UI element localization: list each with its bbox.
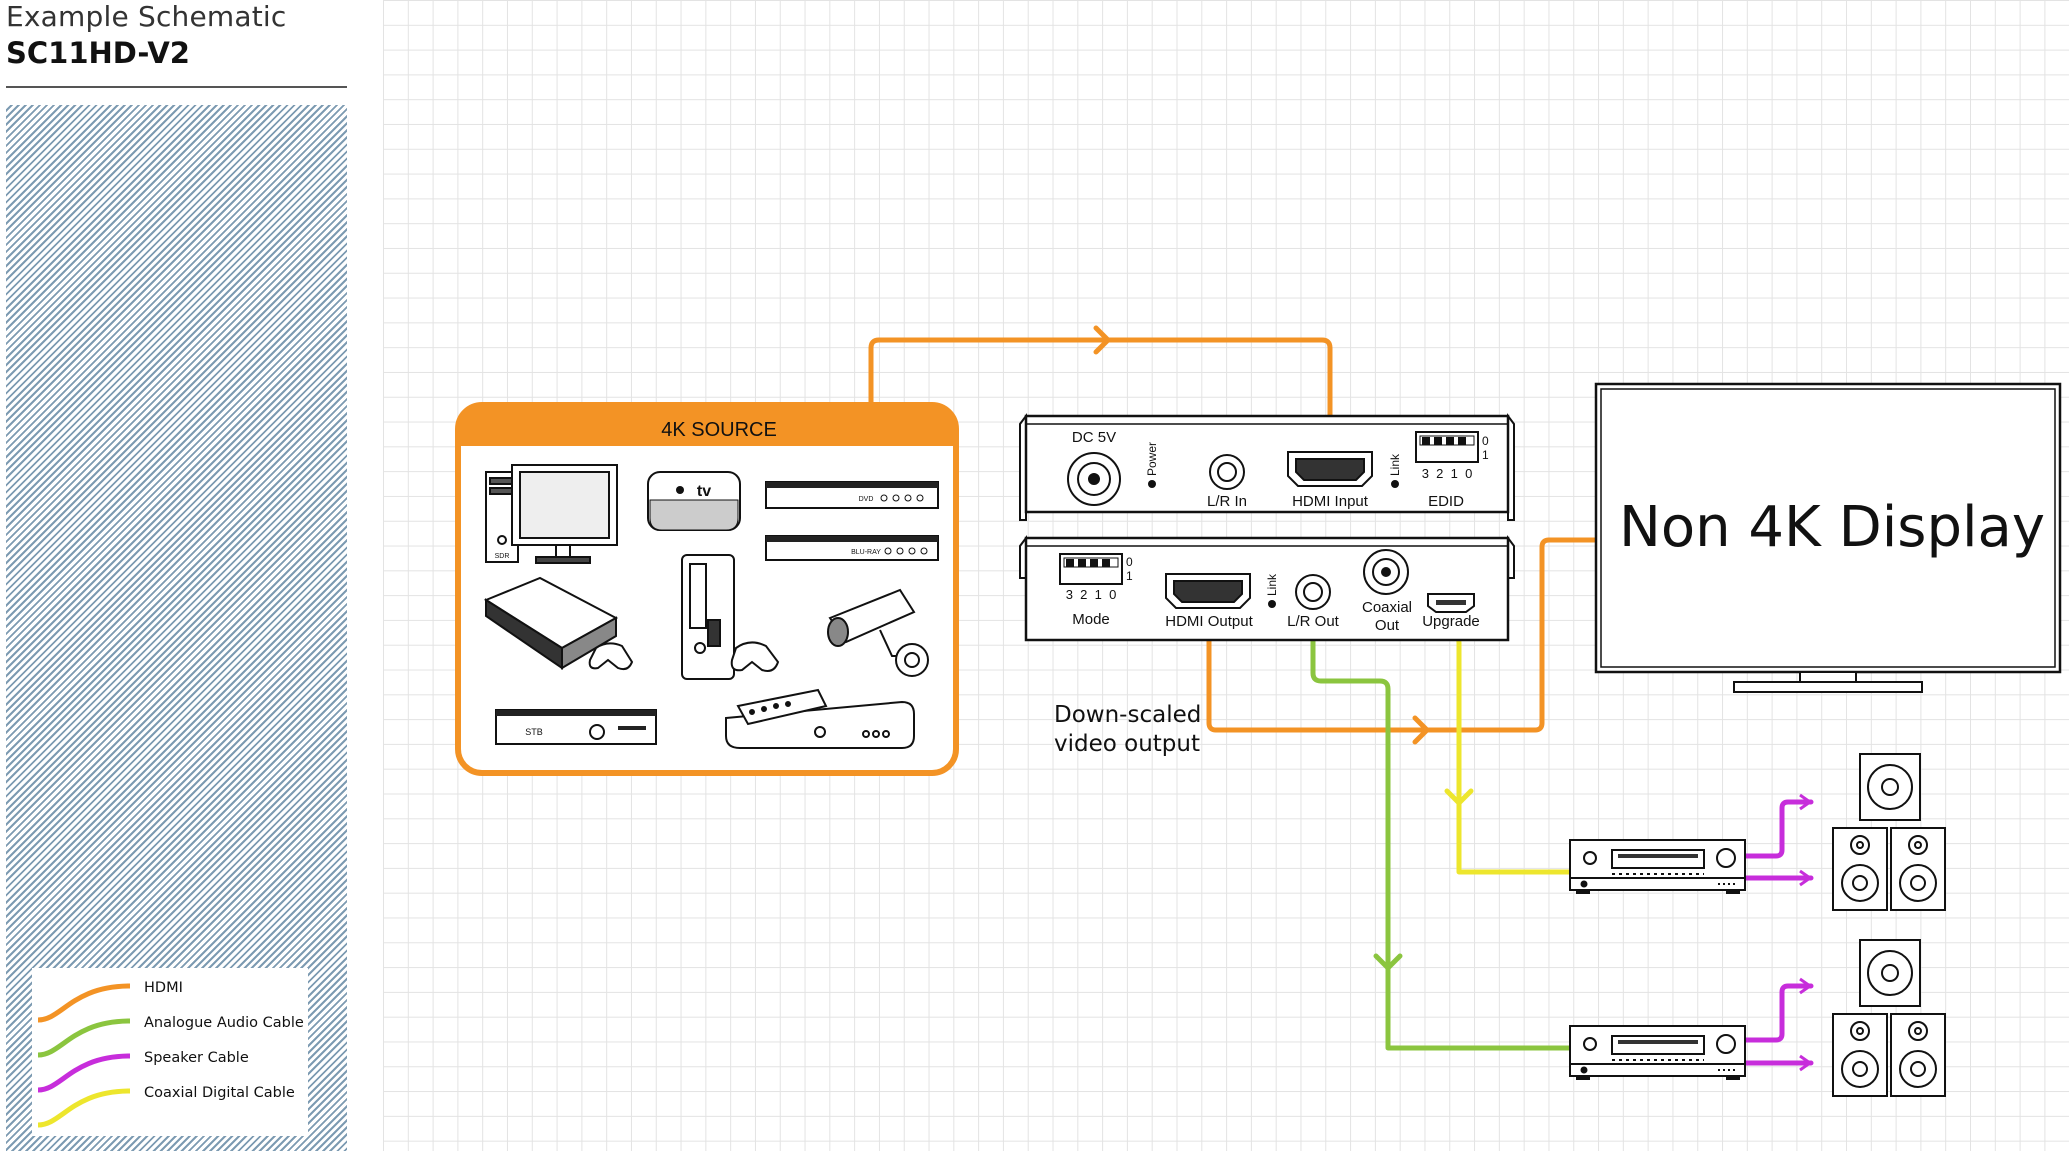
title-divider — [6, 86, 347, 88]
converter-output-panel: 0 1 3 2 1 0 Mode HDMI Output Link L/R Ou… — [1019, 535, 1515, 642]
mode-dip-one: 1 — [1126, 569, 1133, 583]
power-led — [1148, 480, 1156, 488]
dvd-label: DVD — [859, 496, 874, 503]
page-subtitle: Example Schematic — [6, 0, 287, 33]
speaker-icon — [1859, 939, 1921, 1007]
annotation-line2: video output — [1054, 731, 1200, 757]
arrow-analogue — [1373, 953, 1403, 971]
speaker-icon — [1859, 753, 1921, 821]
legend-swatches — [37, 983, 131, 1128]
lr-out-jack — [1295, 574, 1331, 610]
arrow-hdmi-output — [1412, 715, 1430, 745]
speaker-icon — [1832, 827, 1888, 911]
pc-label: SDR — [495, 553, 510, 560]
arrow-speaker-2a — [1799, 977, 1813, 995]
cable-speaker-1a — [1742, 799, 1814, 859]
page-title: SC11HD-V2 — [6, 36, 190, 70]
display-label: Non 4K Display — [1619, 495, 2045, 560]
link-label-top: Link — [1388, 453, 1402, 476]
legend-swatch-hdmi — [37, 983, 131, 1023]
lr-in-jack — [1209, 454, 1245, 490]
speaker-icon — [1890, 1013, 1946, 1097]
cable-hdmi-output — [1206, 537, 1601, 733]
bluray-label: BLU-RAY — [851, 549, 881, 556]
coaxial-label-line1: Coaxial — [1362, 599, 1412, 616]
speaker-icon — [1832, 1013, 1888, 1097]
legend-label-coaxial: Coaxial Digital Cable — [144, 1085, 295, 1101]
hdmi-input-label: HDMI Input — [1292, 493, 1369, 510]
speaker-group-2 — [1832, 939, 1946, 1097]
set-top-box-icon: STB — [495, 709, 657, 745]
dc-label: DC 5V — [1072, 429, 1116, 446]
speaker-icon — [1890, 827, 1946, 911]
pc-icon: SDR — [485, 464, 618, 564]
annotation-line1: Down-scaled — [1054, 702, 1201, 728]
dvd-player-icon: DVD — [765, 481, 939, 509]
upgrade-usb-port — [1427, 593, 1475, 613]
game-tower-icon — [681, 554, 780, 680]
edid-dip-one: 1 — [1482, 448, 1489, 462]
source-box: 4K SOURCE SDR tv DVD — [455, 402, 959, 776]
mode-dip-numbers: 3 2 1 0 — [1066, 587, 1117, 602]
legend-label-speaker: Speaker Cable — [144, 1050, 249, 1066]
sidebar: Example Schematic SC11HD-V2 HDMI Analogu… — [0, 0, 360, 1151]
stb-label: STB — [525, 727, 543, 737]
non-4k-display: Non 4K Display — [1594, 382, 2062, 693]
edid-dip-switch — [1415, 431, 1479, 463]
cable-hdmi-input — [868, 337, 1333, 467]
media-box-icon — [725, 688, 915, 749]
link-led-top — [1391, 480, 1399, 488]
edid-label: EDID — [1428, 493, 1464, 510]
speaker-group-1 — [1832, 753, 1946, 911]
hdmi-output-port — [1165, 573, 1251, 609]
arrow-hdmi-input — [1093, 325, 1111, 355]
cable-legend: HDMI Analogue Audio Cable Speaker Cable … — [32, 968, 308, 1136]
arrow-speaker-1b — [1799, 869, 1813, 887]
mode-label: Mode — [1072, 611, 1110, 628]
coaxial-out-jack — [1363, 549, 1409, 595]
hdmi-output-label: HDMI Output — [1165, 613, 1253, 630]
dc-power-jack — [1067, 452, 1121, 506]
lr-in-label: L/R In — [1207, 493, 1247, 510]
edid-dip-numbers: 3 2 1 0 — [1422, 466, 1473, 481]
link-led-bottom — [1268, 600, 1276, 608]
bluray-player-icon: BLU-RAY — [765, 535, 939, 561]
edid-dip-zero: 0 — [1482, 434, 1489, 448]
arrow-speaker-1a — [1799, 793, 1813, 811]
link-label-bottom: Link — [1265, 573, 1279, 596]
legend-label-analogue: Analogue Audio Cable — [144, 1015, 304, 1031]
lr-out-label: L/R Out — [1287, 613, 1340, 630]
power-label: Power — [1145, 442, 1159, 476]
legend-label-hdmi: HDMI — [144, 980, 183, 996]
game-console-icon — [483, 576, 634, 671]
source-box-title: 4K SOURCE — [661, 419, 777, 441]
mode-dip-switch — [1059, 553, 1123, 585]
arrow-speaker-2b — [1799, 1054, 1813, 1072]
av-receiver-1 — [1569, 839, 1746, 894]
coaxial-label-line2: Out — [1375, 617, 1400, 634]
arrow-coaxial — [1444, 788, 1474, 806]
mode-dip-zero: 0 — [1126, 555, 1133, 569]
legend-swatch-speaker — [37, 1053, 131, 1093]
cctv-camera-icon — [827, 588, 929, 677]
cable-speaker-2a — [1742, 983, 1814, 1043]
apple-tv-label: tv — [697, 483, 711, 500]
av-receiver-2 — [1569, 1025, 1746, 1080]
apple-tv-icon: tv — [647, 471, 741, 531]
legend-swatch-analogue — [37, 1018, 131, 1058]
upgrade-label: Upgrade — [1422, 613, 1480, 630]
hdmi-input-port — [1287, 451, 1373, 487]
legend-swatch-coaxial — [37, 1088, 131, 1128]
cable-analogue — [1310, 609, 1573, 1051]
converter-input-panel: DC 5V Power L/R In HDMI Input Link 0 — [1019, 413, 1515, 521]
